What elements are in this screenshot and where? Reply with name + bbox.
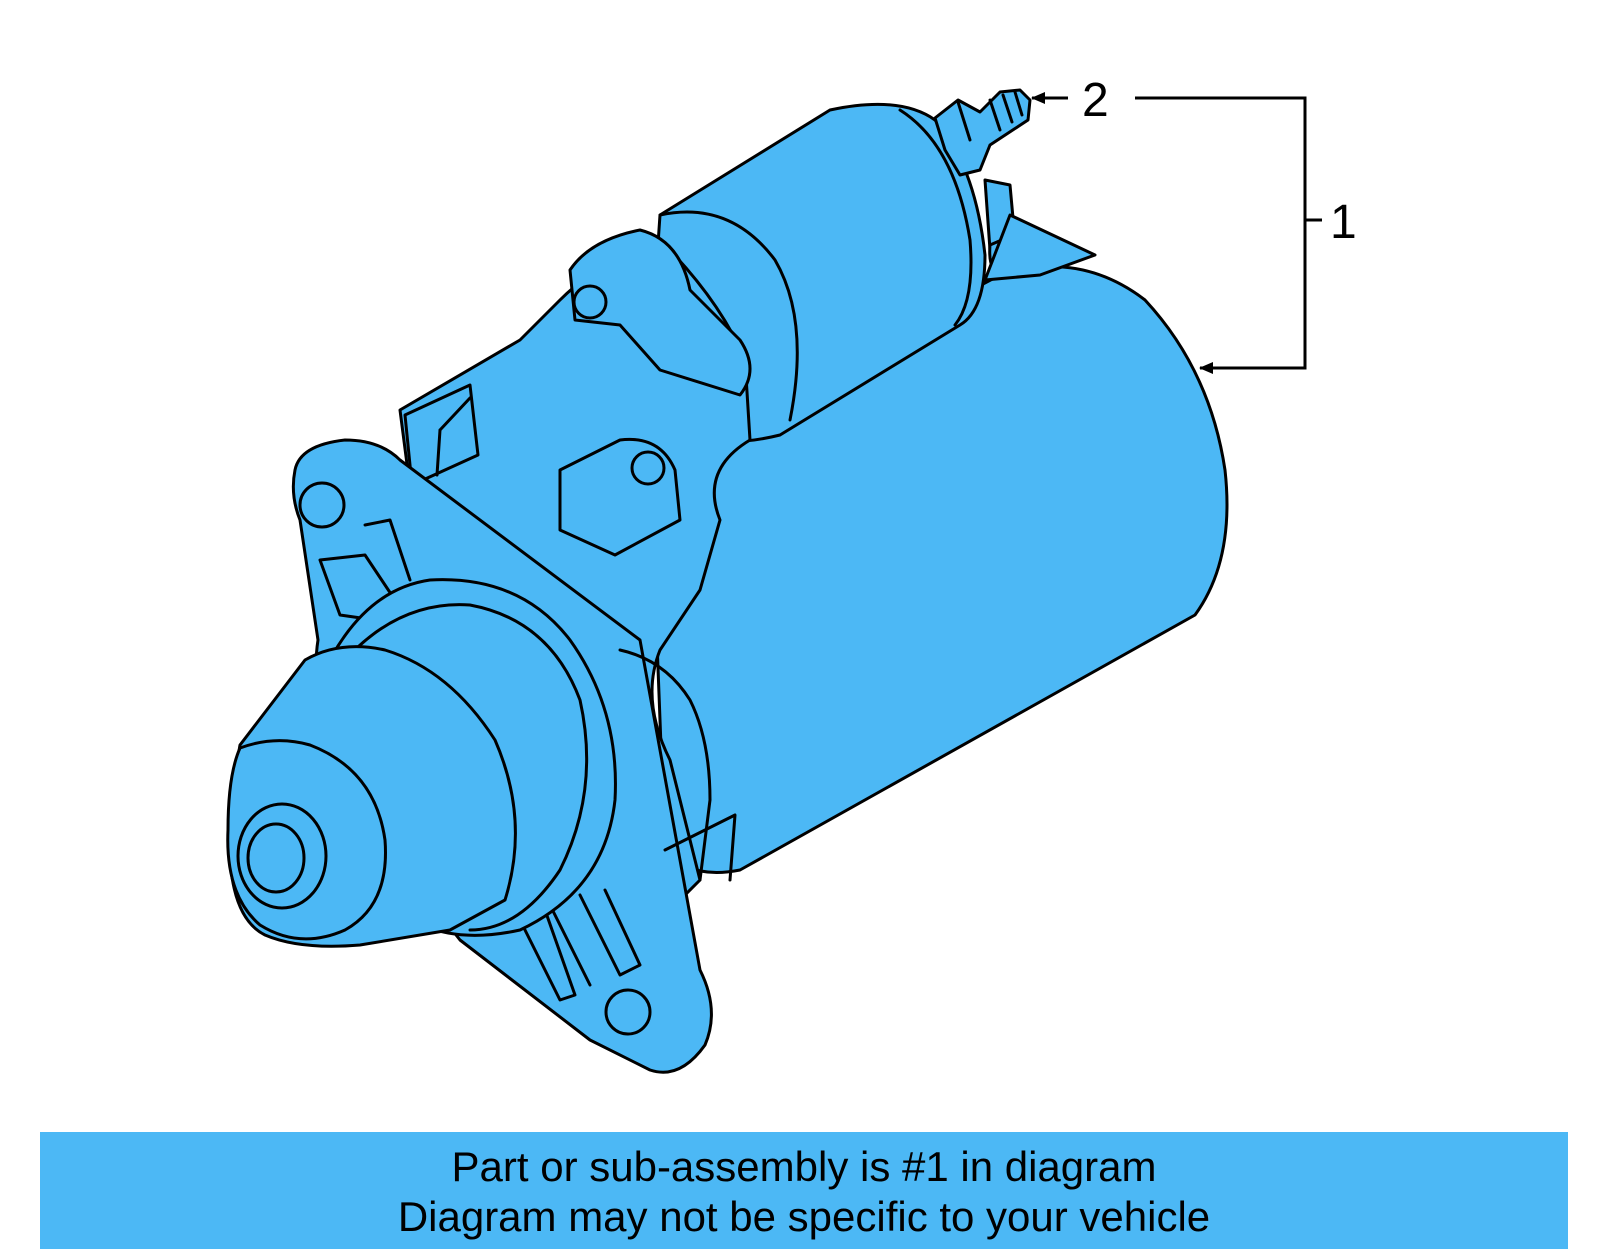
caption-line-2: Diagram may not be specific to your vehi… (397, 1193, 1211, 1240)
upper-mounting-ear (568, 228, 752, 397)
starter-motor-illustration (226, 88, 1229, 1074)
housing-tab-detail (435, 396, 472, 477)
callout-1-bracket (1135, 96, 1307, 374)
pinion-shaft-inner (246, 822, 306, 894)
housing-bracket (983, 213, 1097, 282)
stud-threads (956, 90, 1024, 142)
callout-1-label: 1 (1330, 196, 1357, 249)
flange-bolt-hole-lower (604, 988, 652, 1036)
solenoid-end-cap (898, 108, 973, 327)
nose-ring-inner (343, 603, 589, 932)
callout-leaders (1031, 92, 1322, 374)
flange-bolt-hole-upper (298, 481, 346, 529)
housing-seam (618, 648, 737, 882)
lower-ear-bolt-hole (630, 450, 666, 486)
lower-mounting-ear (558, 437, 682, 557)
upper-ear-bolt-hole (572, 284, 608, 320)
caption-line-1: Part or sub-assembly is #1 in diagram (451, 1143, 1157, 1190)
terminal-stud (933, 88, 1032, 177)
callout-2-label: 2 (1082, 74, 1109, 127)
caption-banner: Part or sub-assembly is #1 in diagram Di… (40, 1132, 1568, 1249)
solenoid-ring (658, 210, 799, 422)
